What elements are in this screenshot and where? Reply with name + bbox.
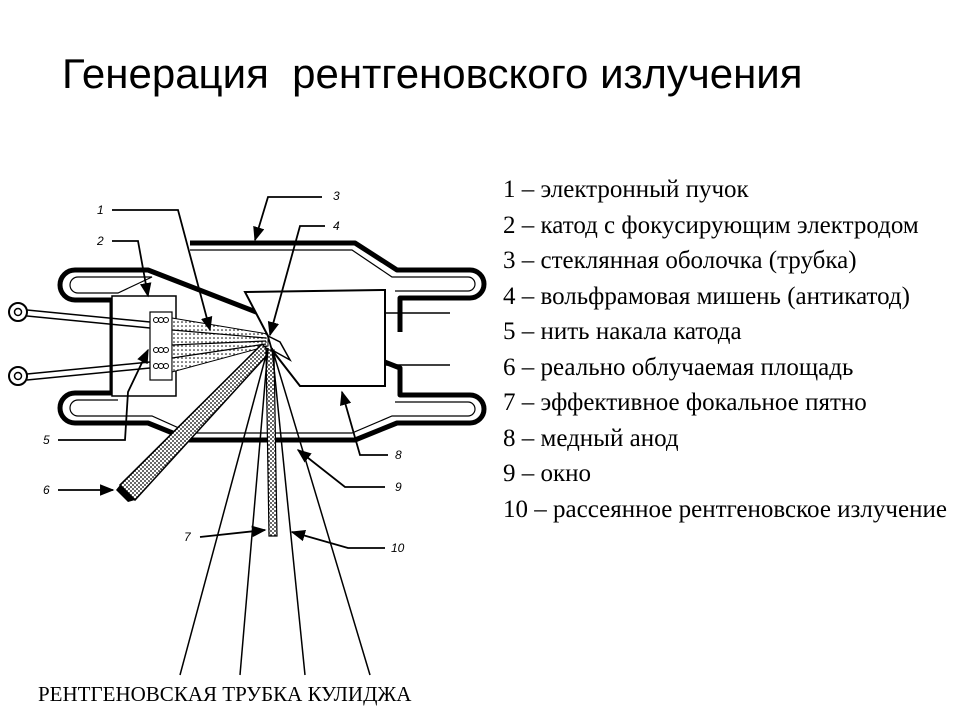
legend-list: 1 – электронный пучок 2 – катод с фокуси…	[503, 172, 953, 527]
leader-8	[340, 390, 388, 456]
legend-item-10: 10 – рассеянное рентгеновское излучение	[503, 495, 947, 523]
legend-item-4: 4 – вольфрамовая мишень (антикатод)	[503, 282, 910, 310]
leader-3	[253, 196, 322, 242]
diagram-caption: РЕНТГЕНОВСКАЯ ТРУБКА КУЛИДЖА	[38, 682, 412, 706]
coolidge-tube-diagram: 1 2 3 4 5 6 7 8 9 10	[8, 189, 487, 676]
label-6: 6	[43, 483, 50, 497]
leader-9	[296, 449, 385, 488]
leader-4	[267, 225, 325, 337]
legend-item-9: 9 – окно	[503, 460, 592, 487]
focal-spot-beam	[265, 349, 278, 537]
legend-item-8: 8 – медный анод	[503, 424, 679, 452]
page-title: Генерация рентгеновского излучения	[62, 50, 803, 97]
xray-fan	[179, 347, 371, 676]
legend-item-3: 3 – стеклянная оболочка (трубка)	[503, 247, 857, 274]
leader-10	[290, 530, 385, 549]
legend-item-7: 7 – эффективное фокальное пятно	[503, 389, 867, 416]
terminal-bottom	[8, 361, 151, 386]
legend-item-2: 2 – катод с фокусирующим электродом	[503, 211, 919, 239]
label-8: 8	[395, 448, 402, 462]
label-1: 1	[97, 203, 104, 217]
leader-2	[112, 240, 152, 298]
label-4: 4	[333, 219, 340, 233]
leader-1	[112, 209, 213, 332]
label-3: 3	[333, 189, 340, 203]
legend-item-5: 5 – нить накала катода	[503, 318, 742, 345]
glass-envelope	[57, 240, 487, 443]
legend-item-1: 1 – электронный пучок	[503, 176, 749, 203]
label-2: 2	[96, 234, 104, 248]
leader-5	[58, 348, 149, 441]
label-5: 5	[43, 433, 50, 447]
label-7: 7	[184, 530, 192, 544]
label-10: 10	[391, 541, 405, 555]
legend-item-6: 6 – реально облучаемая площадь	[503, 353, 854, 381]
leader-7	[199, 525, 267, 538]
terminal-top	[8, 302, 151, 329]
label-9: 9	[395, 480, 402, 494]
